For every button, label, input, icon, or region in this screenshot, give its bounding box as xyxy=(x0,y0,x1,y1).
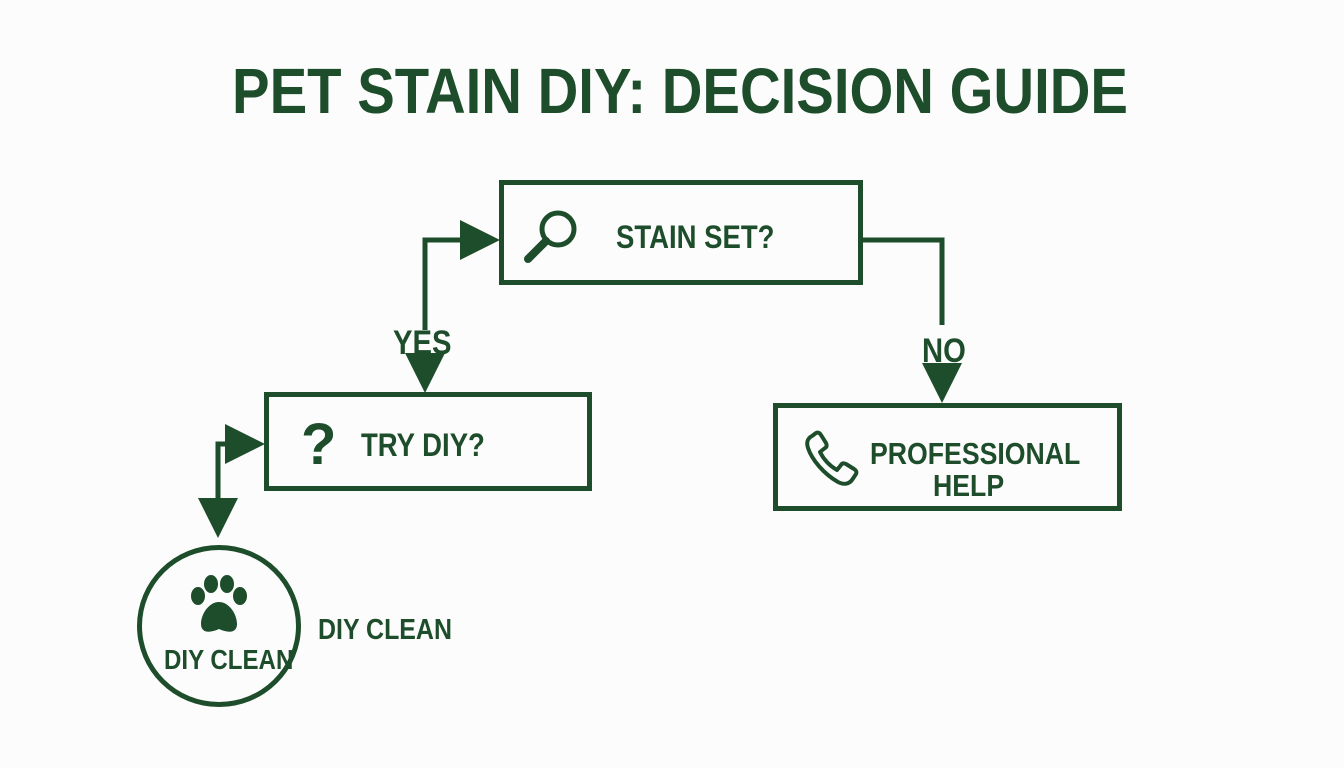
question-mark-icon: ? xyxy=(301,412,337,477)
node-professional-help-label-line1: PROFESSIONAL xyxy=(870,436,1081,471)
page-title: PET STAIN DIY: DECISION GUIDE xyxy=(232,55,1128,127)
connector-stain-set-to-no xyxy=(863,237,945,325)
edge-label-no: NO xyxy=(922,332,966,370)
node-professional-help-label-line2: HELP xyxy=(933,468,1005,503)
node-stain-set: STAIN SET? xyxy=(499,180,863,285)
node-try-diy-label: TRY DIY? xyxy=(361,427,485,463)
paw-print-icon xyxy=(191,575,247,632)
node-professional-help: PROFESSIONAL HELP xyxy=(773,403,1122,511)
node-diy-clean: DIY CLEAN xyxy=(137,545,301,707)
connector-diy-clean-to-try-diy xyxy=(215,424,265,470)
node-try-diy: ? TRY DIY? xyxy=(264,392,592,491)
node-stain-set-label: STAIN SET? xyxy=(616,219,775,255)
edge-label-yes: YES xyxy=(393,324,452,362)
magnifier-icon xyxy=(524,210,577,263)
diy-clean-side-label: DIY CLEAN xyxy=(318,614,452,646)
phone-icon xyxy=(805,430,859,486)
connector-yes-to-stain-set xyxy=(422,220,500,330)
node-diy-clean-label: DIY CLEAN xyxy=(164,644,294,675)
